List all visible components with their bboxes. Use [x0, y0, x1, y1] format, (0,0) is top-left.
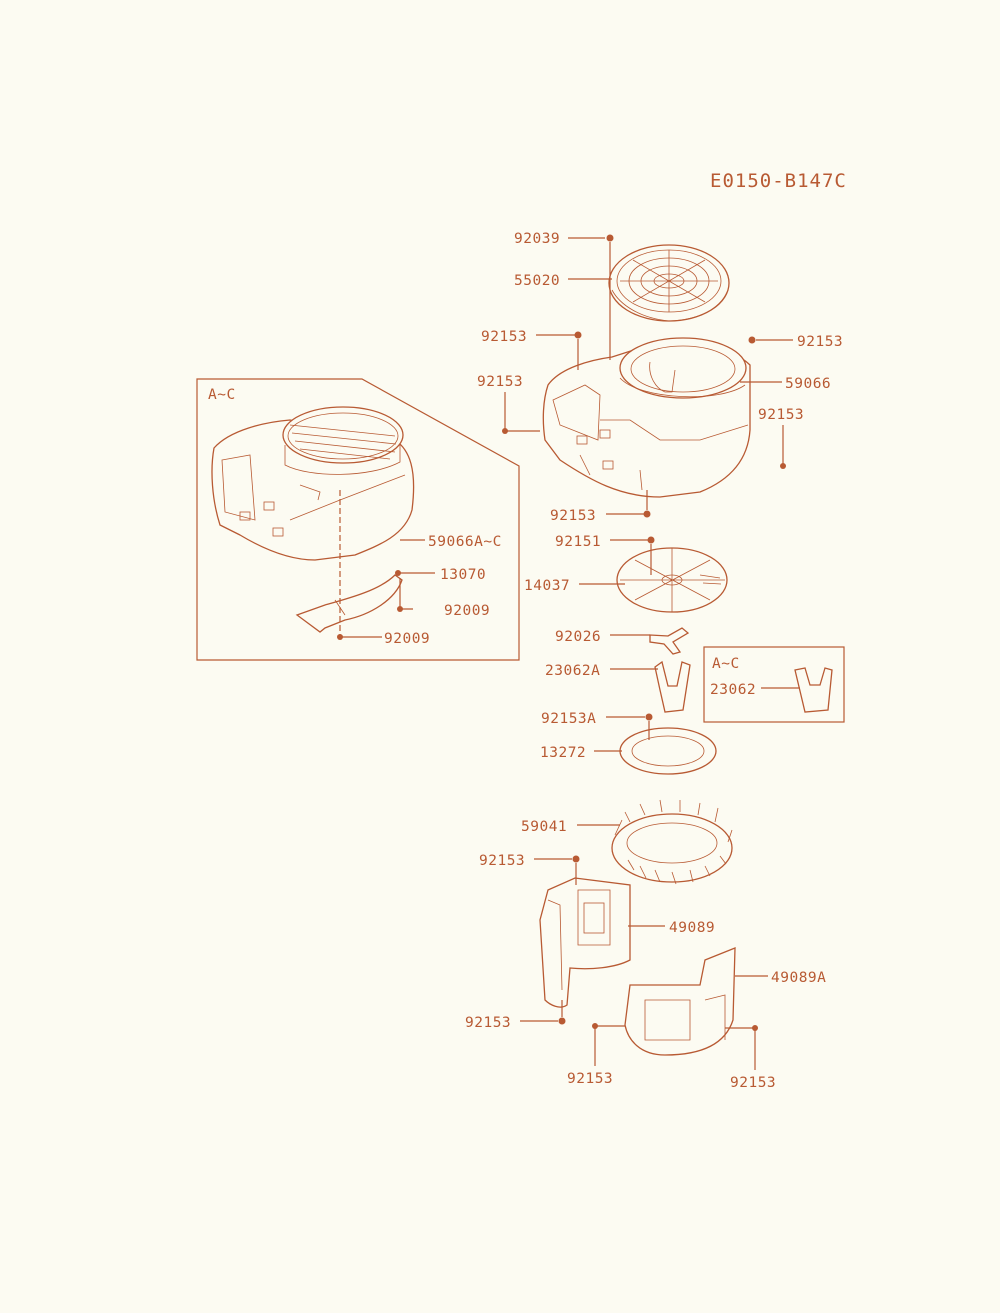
fan-disc: [616, 547, 728, 613]
label-92153-f: 92153: [479, 853, 525, 869]
label-92153-d: 92153: [758, 407, 804, 423]
label-59041: 59041: [521, 819, 567, 835]
inset-a-c-label: A~C: [208, 387, 236, 403]
small-bracket: [649, 627, 690, 655]
label-92153-g: 92153: [465, 1015, 511, 1031]
cover-plate-inset: [295, 574, 403, 633]
label-59066: 59066: [785, 376, 831, 392]
shroud-49089A: [624, 947, 736, 1056]
cooling-fan: [611, 799, 733, 885]
shroud-49089: [539, 877, 631, 1008]
inset-23062-frame: A~C: [703, 646, 845, 723]
label-49089A: 49089A: [771, 970, 826, 986]
label-14037: 14037: [524, 578, 570, 594]
inset-a-c-frame: A~C: [196, 378, 520, 661]
label-92153-h: 92153: [567, 1071, 613, 1087]
label-92153-e: 92153: [550, 508, 596, 524]
guide-23062A: [654, 660, 691, 713]
label-49089: 49089: [669, 920, 715, 936]
label-23062: 23062: [710, 682, 756, 698]
label-92153-b: 92153: [797, 334, 843, 350]
label-92153A: 92153A: [541, 711, 596, 727]
label-92026: 92026: [555, 629, 601, 645]
label-92153-i: 92153: [730, 1075, 776, 1091]
label-92153-a: 92153: [481, 329, 527, 345]
label-55020: 55020: [514, 273, 560, 289]
diagram-code: E0150-B147C: [710, 170, 847, 192]
label-92009-a: 92009: [444, 603, 490, 619]
label-59066A-C: 59066A~C: [428, 534, 502, 550]
label-23062A: 23062A: [545, 663, 600, 679]
label-92151: 92151: [555, 534, 601, 550]
label-92009-b: 92009: [384, 631, 430, 647]
inset-23062-label: A~C: [712, 656, 740, 672]
rotating-screen: [608, 244, 730, 322]
label-13070: 13070: [440, 567, 486, 583]
blower-housing-inset: [211, 406, 415, 561]
label-92039: 92039: [514, 231, 560, 247]
label-13272: 13272: [540, 745, 586, 761]
label-92153-c: 92153: [477, 374, 523, 390]
gasket-ring: [619, 727, 717, 775]
blower-housing: [542, 337, 751, 498]
